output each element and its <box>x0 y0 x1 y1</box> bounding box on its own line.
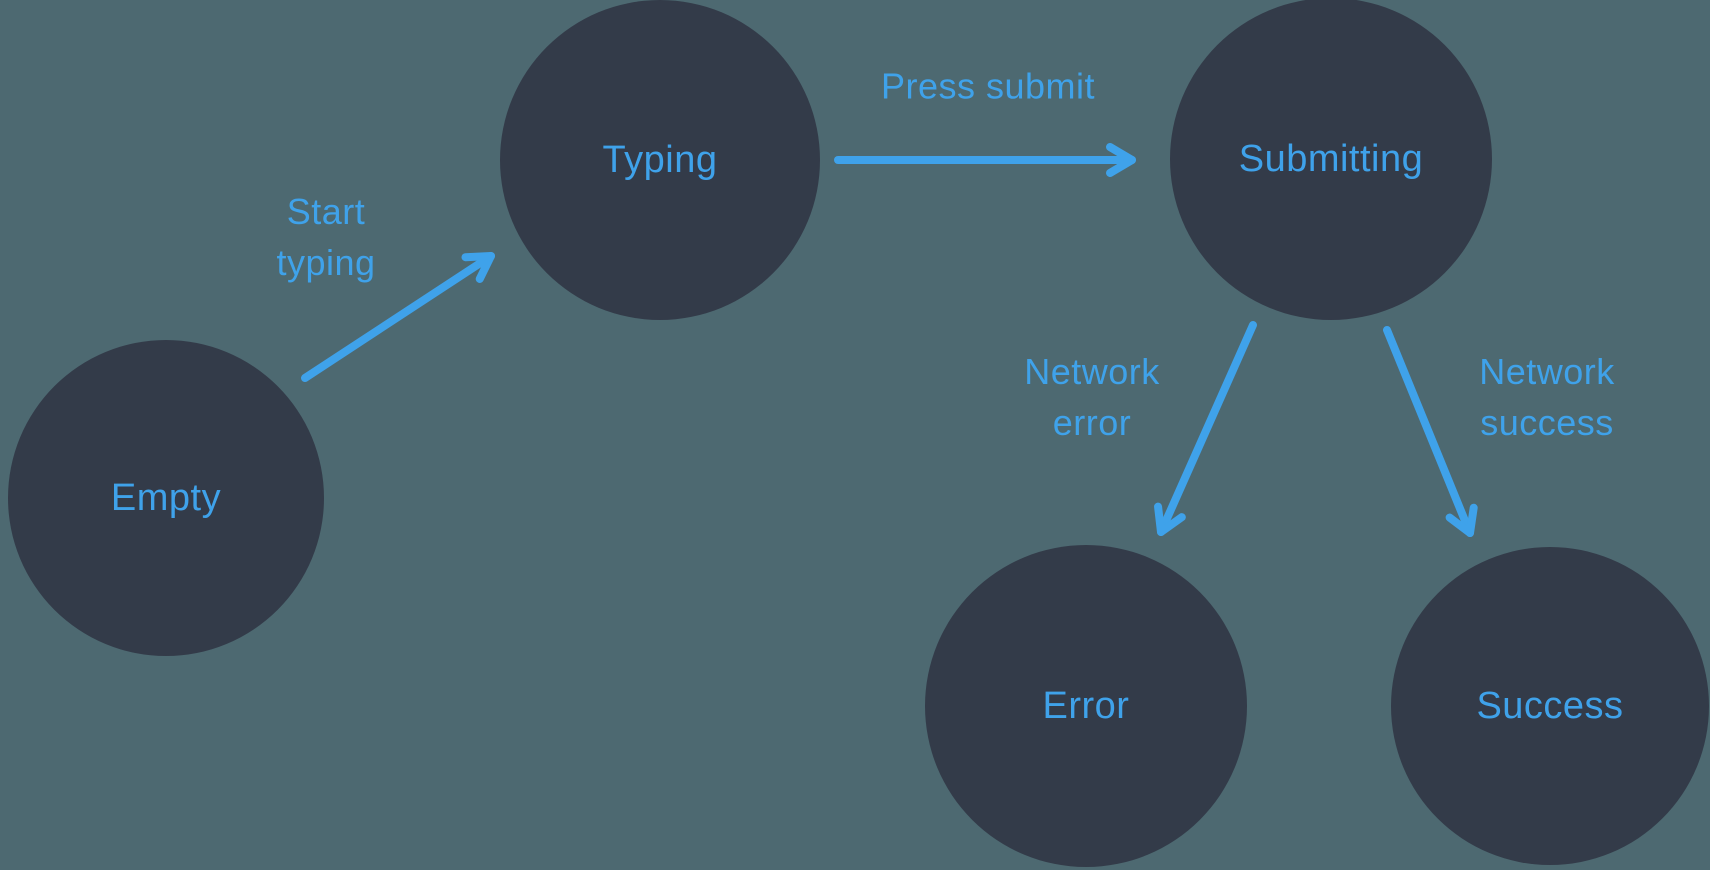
state-label-empty: Empty <box>110 476 222 519</box>
state-label-submitting: Submitting <box>1238 137 1424 180</box>
transition-label-start-typing: Start typing <box>276 190 376 283</box>
state-label-typing: Typing <box>602 138 718 181</box>
transition-label-network-error: Network error <box>1024 350 1160 443</box>
state-node-typing: Typing <box>500 0 820 320</box>
state-label-error: Error <box>1042 684 1130 727</box>
transition-label-press-submit: Press submit <box>880 65 1096 107</box>
transition-label-network-success: Network success <box>1479 350 1615 443</box>
state-node-submitting: Submitting <box>1170 0 1492 320</box>
state-node-empty: Empty <box>8 340 324 656</box>
state-node-error: Error <box>925 545 1247 867</box>
state-label-success: Success <box>1476 684 1624 727</box>
state-node-success: Success <box>1391 547 1709 865</box>
